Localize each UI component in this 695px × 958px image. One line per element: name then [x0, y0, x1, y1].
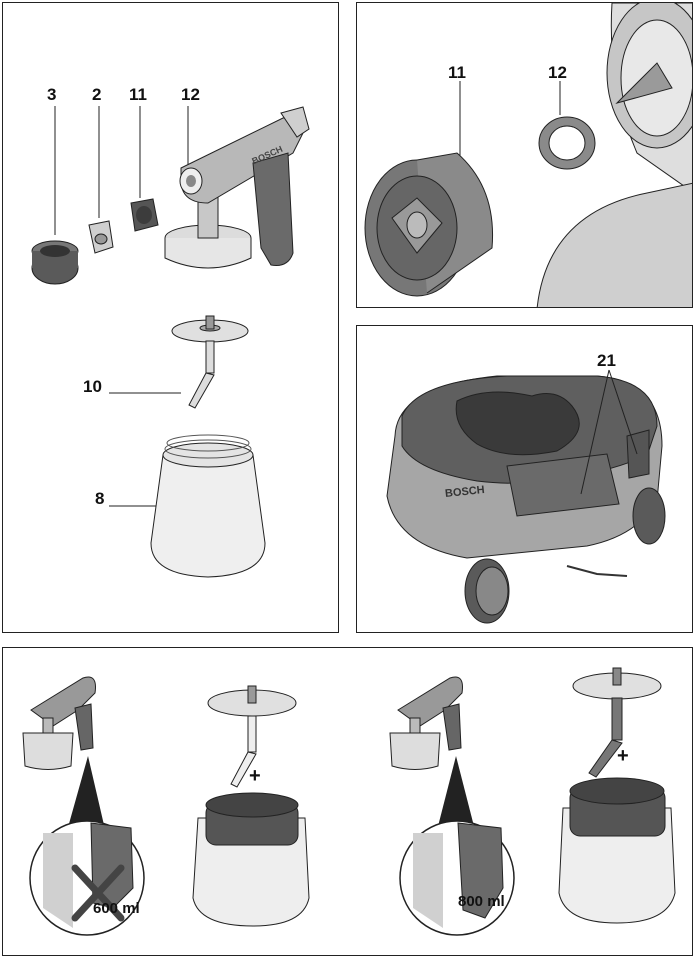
volume-label-600: 600 ml: [93, 900, 140, 917]
container-600ml: [192, 792, 310, 927]
callout-12-detail: 12: [548, 63, 567, 82]
callout-11-detail: 11: [448, 63, 466, 82]
air-cap-part-11: [130, 198, 159, 232]
nozzle-part-2: [88, 220, 114, 254]
callout-12: 12: [181, 85, 200, 104]
callout-8: 8: [95, 489, 105, 508]
panel-base-unit: 21 BOSCH: [356, 325, 693, 633]
seal-ring-large: [538, 116, 596, 170]
callout-10: 10: [83, 377, 102, 396]
volume-label-800: 800 ml: [458, 893, 505, 910]
panel-spray-gun-parts: 3 2 11 12 10 8 BOSCH: [2, 2, 339, 633]
zoom-circle-left: [29, 820, 145, 936]
panel-air-cap-detail: 11 12: [356, 2, 693, 308]
container-800ml: [558, 777, 676, 924]
air-cap-large: [364, 152, 494, 297]
suction-tube-part-10: [171, 315, 249, 409]
plus-sign-right: +: [617, 745, 629, 767]
base-unit-illustration: [386, 369, 666, 624]
air-cap-detail-illustration: [364, 3, 692, 307]
callout-2: 2: [92, 85, 102, 104]
gun-front-section: [536, 3, 692, 307]
plus-sign-left: +: [249, 765, 261, 787]
panel-container-sizes: 600 ml 800 ml + +: [2, 647, 693, 956]
long-suction-tube: [572, 667, 662, 778]
callout-11: 11: [129, 85, 147, 104]
paint-container-part-8: [150, 434, 266, 578]
base-unit-body: [386, 375, 666, 624]
spray-gun-exploded-illustration: [31, 106, 310, 578]
callout-3: 3: [47, 85, 57, 104]
spray-gun-body: [164, 106, 310, 269]
ring-part-3: [31, 240, 79, 285]
short-suction-tube: [207, 685, 297, 788]
gun-small-right: [389, 676, 463, 770]
callout-21: 21: [597, 351, 616, 370]
zoom-circle-right: [399, 820, 515, 936]
gun-small-left: [22, 676, 96, 770]
container-sizes-illustration: [22, 667, 676, 936]
